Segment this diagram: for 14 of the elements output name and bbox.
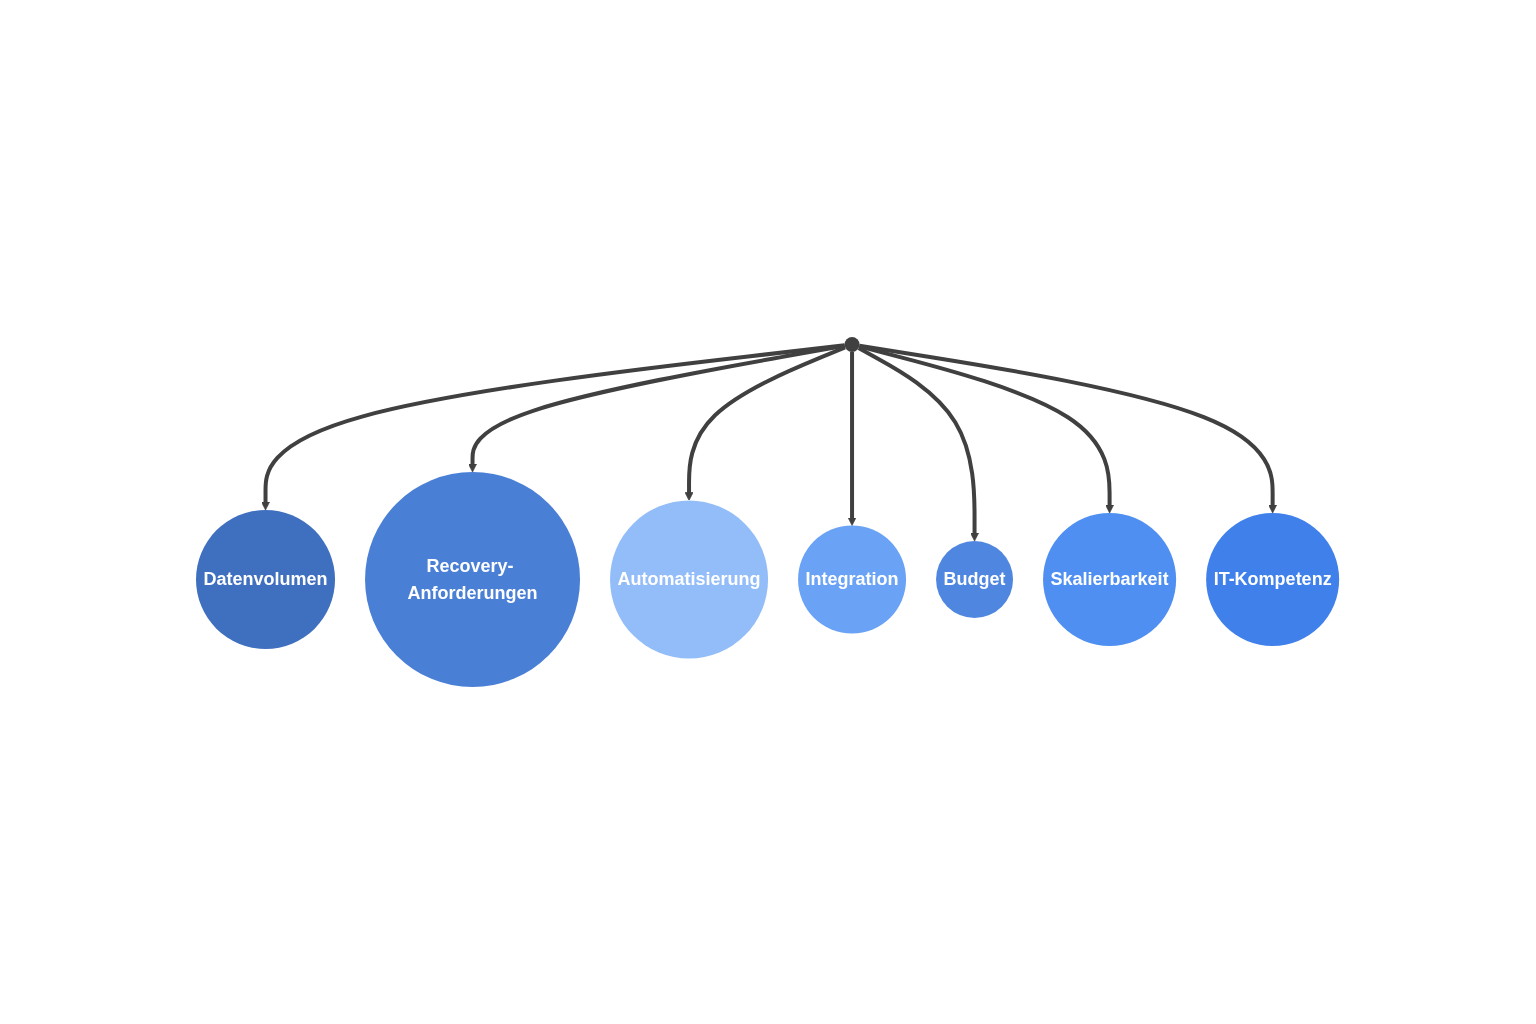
node-circle bbox=[844, 337, 860, 352]
node-circle bbox=[1206, 513, 1340, 646]
node-circle bbox=[1043, 512, 1177, 647]
arrow bbox=[685, 345, 847, 501]
arrow bbox=[261, 343, 846, 511]
node-circle bbox=[196, 510, 336, 649]
arrow bbox=[848, 352, 857, 526]
node-circle bbox=[798, 525, 907, 634]
arrow bbox=[468, 343, 846, 473]
node-circle bbox=[365, 472, 581, 687]
node-circle bbox=[936, 541, 1014, 618]
arrow bbox=[859, 343, 1278, 514]
node-circle bbox=[610, 500, 769, 659]
arrow bbox=[858, 346, 980, 542]
